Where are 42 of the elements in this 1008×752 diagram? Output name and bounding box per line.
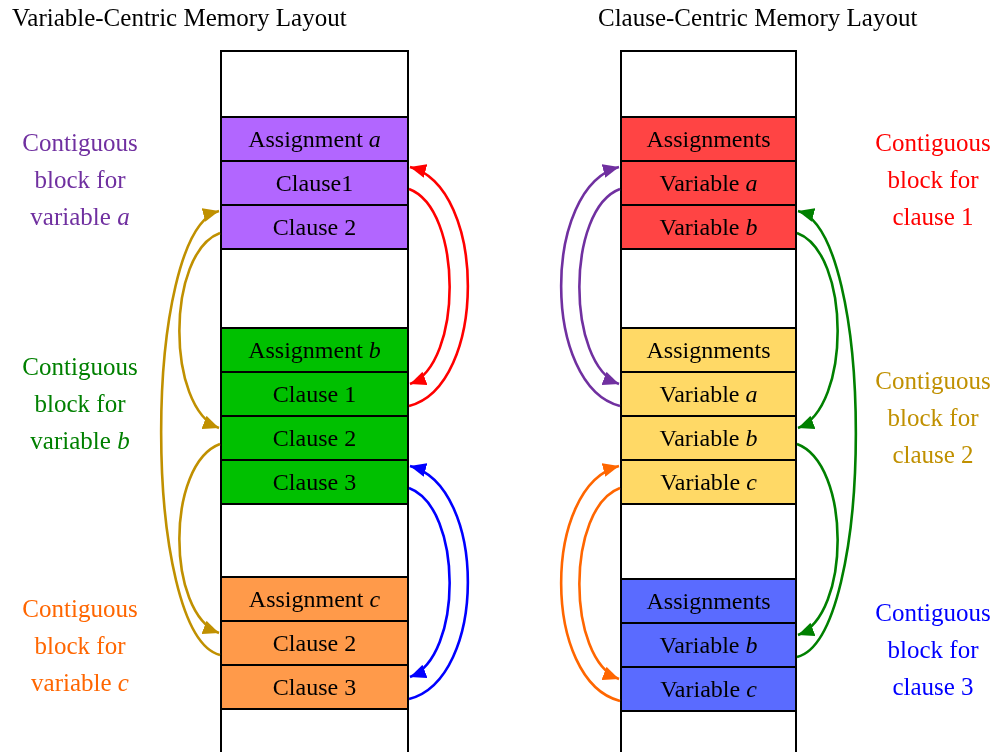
block-label: Contiguous block for clause 2 xyxy=(874,366,992,470)
memory-cell: Assignments xyxy=(620,578,797,624)
memory-cell: Variable b xyxy=(620,204,797,250)
arrow xyxy=(408,187,451,386)
arrow xyxy=(408,165,470,408)
block-label: Contiguous block for clause 1 xyxy=(874,128,992,232)
memory-cell: Variable b xyxy=(620,415,797,461)
memory-cell: Clause 2 xyxy=(220,620,409,666)
arrow xyxy=(796,231,839,430)
block-label: Contiguous block for variable c xyxy=(21,594,139,698)
arrow xyxy=(408,486,451,679)
arrow xyxy=(796,442,839,637)
memory-cell: Variable c xyxy=(620,666,797,712)
memory-cell: Clause1 xyxy=(220,160,409,206)
column-heading: Variable-Centric Memory Layout xyxy=(12,3,347,33)
memory-cell: Variable a xyxy=(620,160,797,206)
arrow xyxy=(559,464,621,703)
block-label: Contiguous block for clause 3 xyxy=(874,598,992,702)
memory-cell: Assignment b xyxy=(220,327,409,373)
block-label: Contiguous block for variable a xyxy=(21,128,139,232)
arrow xyxy=(408,464,470,701)
memory-cell: Variable a xyxy=(620,371,797,417)
memory-cell: Variable c xyxy=(620,459,797,505)
memory-cell: Assignments xyxy=(620,327,797,373)
block-label: Contiguous block for variable b xyxy=(21,352,139,456)
arrow xyxy=(796,209,858,659)
arrow xyxy=(159,209,221,657)
arrow xyxy=(578,187,621,386)
arrow xyxy=(178,231,221,430)
memory-cell: Clause 2 xyxy=(220,204,409,250)
arrow xyxy=(178,442,221,635)
arrow xyxy=(578,486,621,681)
memory-cell: Clause 1 xyxy=(220,371,409,417)
memory-cell: Clause 3 xyxy=(220,664,409,710)
memory-cell: Assignments xyxy=(620,116,797,162)
memory-cell: Assignment c xyxy=(220,576,409,622)
memory-cell: Clause 2 xyxy=(220,415,409,461)
memory-cell: Variable b xyxy=(620,622,797,668)
column-heading: Clause-Centric Memory Layout xyxy=(598,3,918,33)
memory-cell: Clause 3 xyxy=(220,459,409,505)
memory-cell: Assignment a xyxy=(220,116,409,162)
arrow xyxy=(559,165,621,408)
